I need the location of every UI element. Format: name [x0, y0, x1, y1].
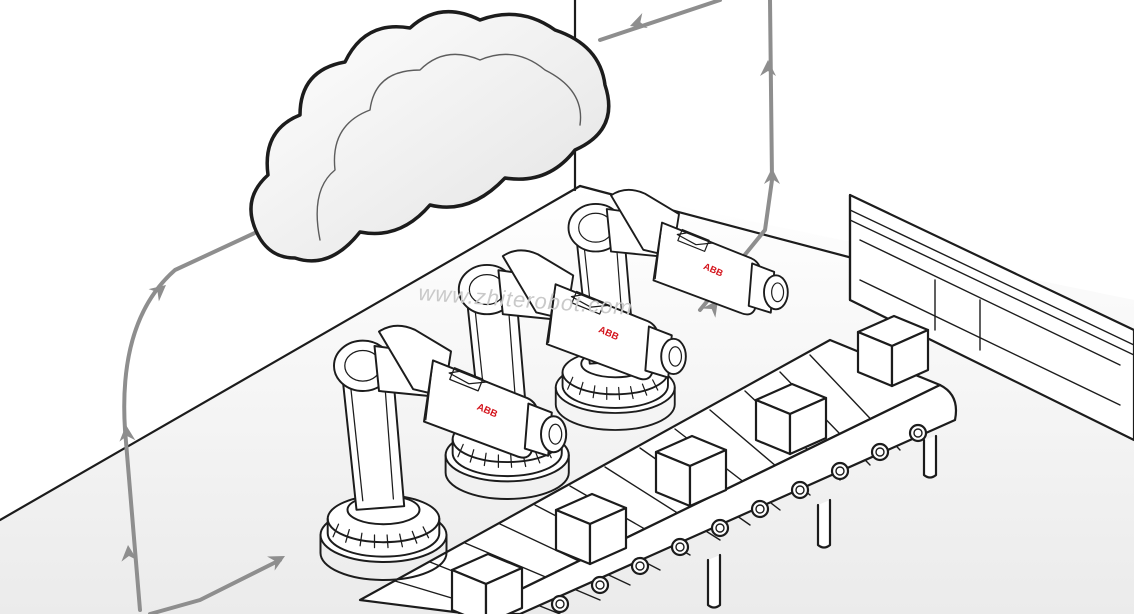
data-flow-floor	[148, 558, 282, 614]
box-icon	[754, 382, 828, 456]
data-flow-uplink	[122, 210, 302, 612]
arrow-icon	[760, 60, 776, 76]
conveyor-rollers	[550, 423, 928, 614]
box-icon	[554, 492, 628, 566]
robot-arm-1: ABB	[319, 324, 568, 581]
data-flow-downlink	[598, 0, 722, 42]
box-icon	[654, 434, 728, 508]
box-icon	[856, 314, 930, 388]
storage-shelf	[848, 193, 1134, 442]
robot-arm-3: ABB	[554, 188, 789, 431]
robot-arm-2: ABB	[444, 249, 687, 500]
cloud-icon	[249, 9, 611, 263]
